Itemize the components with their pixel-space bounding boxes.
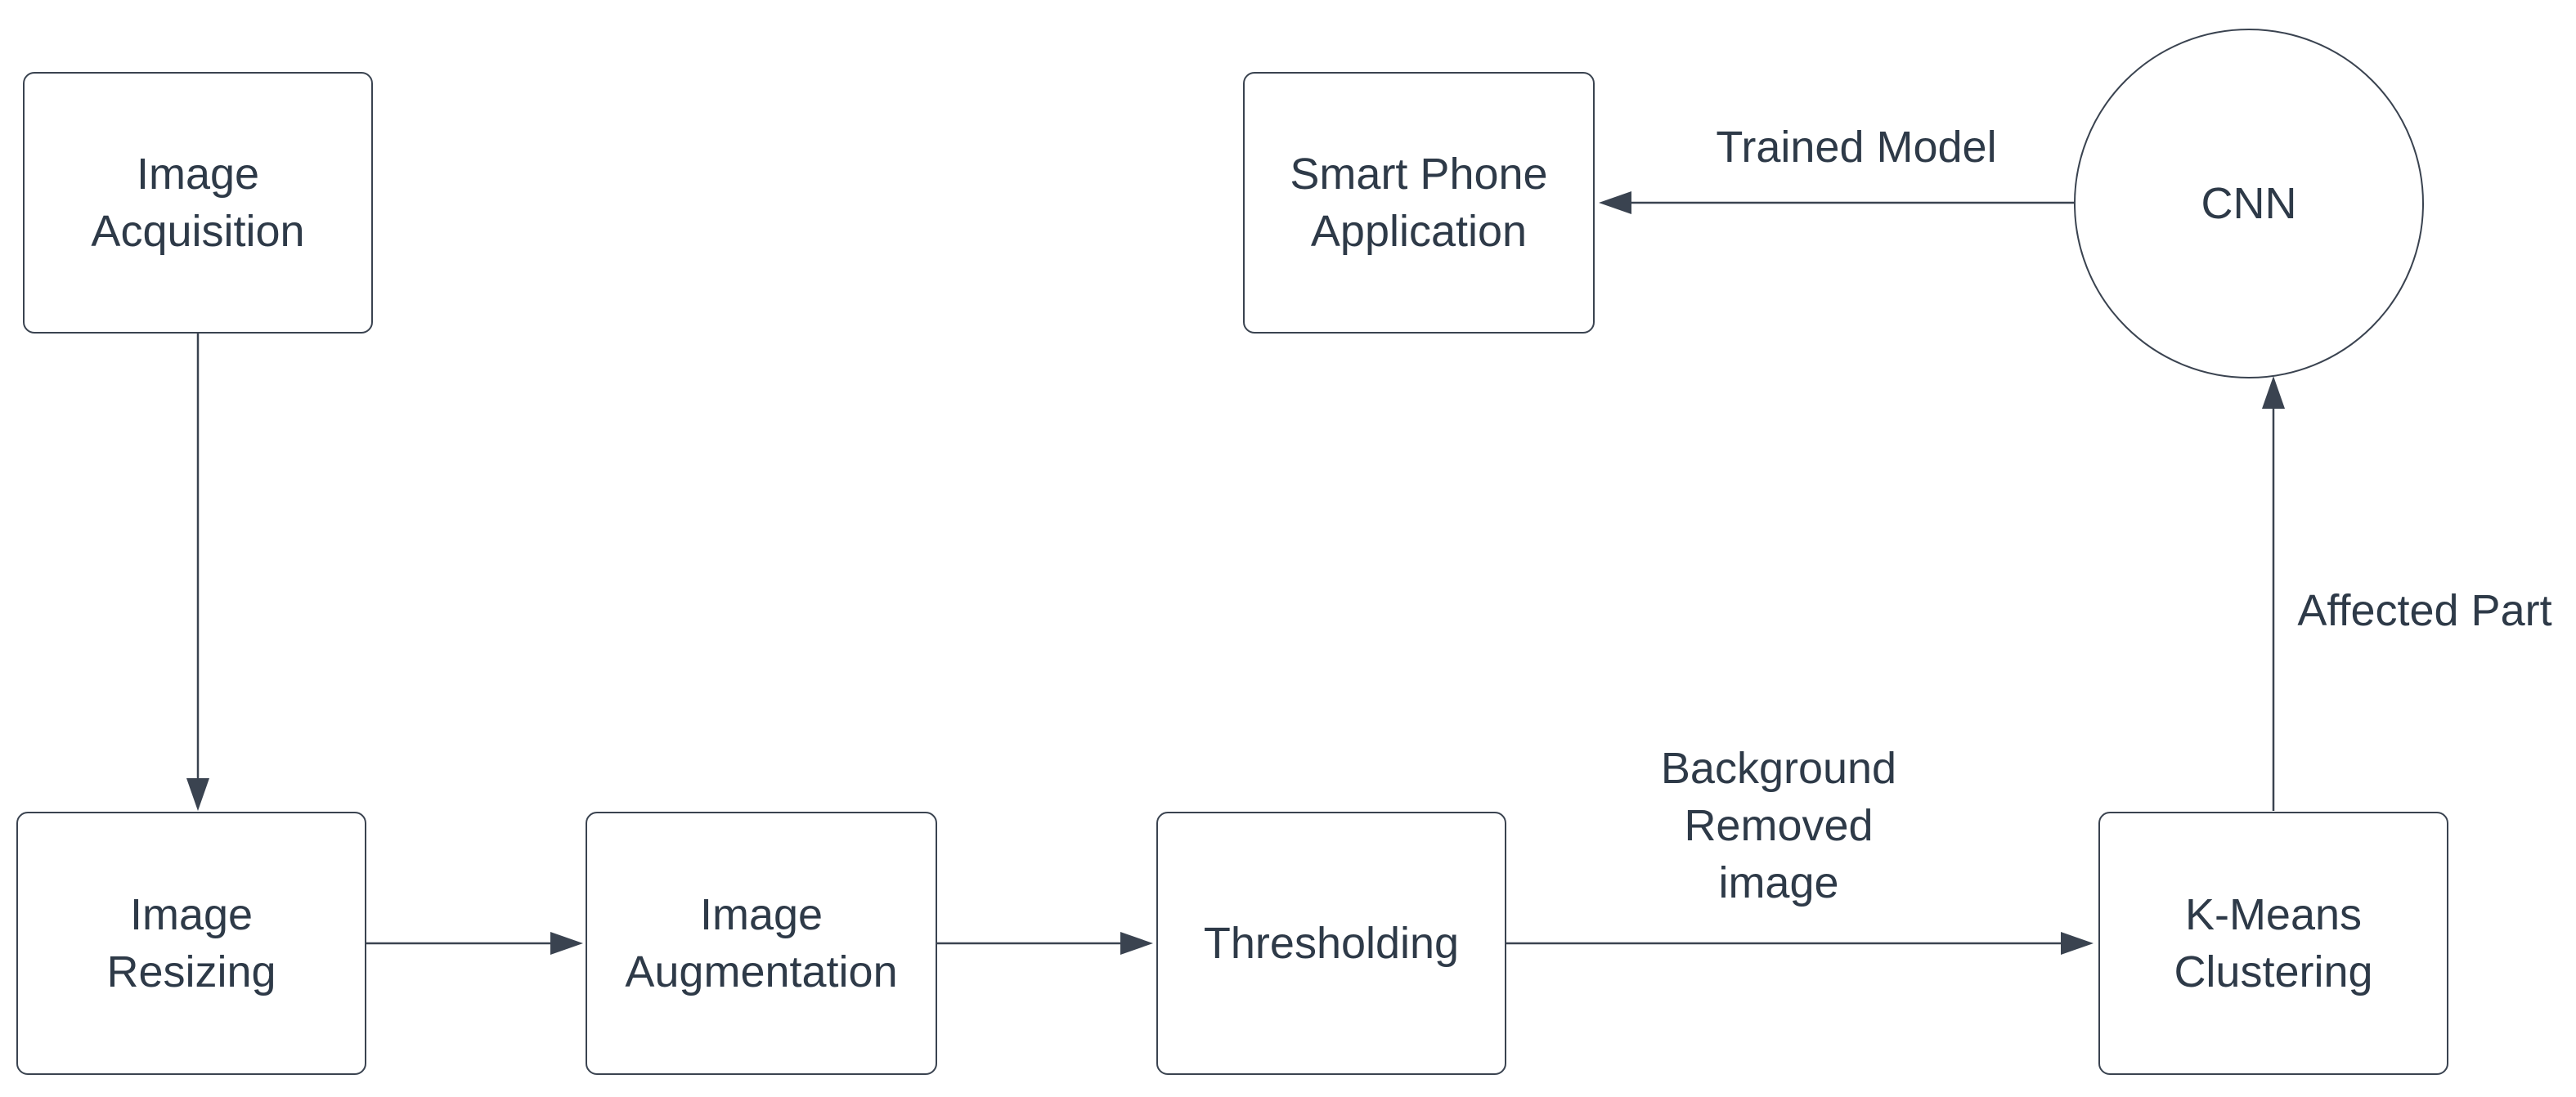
node-image-augmentation-line-2: Augmentation <box>625 947 898 996</box>
arrowhead-kmeans <box>2061 932 2094 955</box>
node-image-acquisition-line-2: Acquisition <box>91 207 305 256</box>
node-image-resizing[interactable]: Image Resizing <box>16 812 366 1075</box>
node-kmeans-clustering[interactable]: K-Means Clustering <box>2098 812 2448 1075</box>
node-image-resizing-line-2: Resizing <box>106 947 276 996</box>
edge-label-background-removed: Background Removed image <box>1615 740 1942 911</box>
node-image-acquisition-line-1: Image <box>136 150 260 199</box>
node-thresholding[interactable]: Thresholding <box>1156 812 1506 1075</box>
node-image-augmentation-line-1: Image <box>699 890 824 939</box>
edge-label-trained-model: Trained Model <box>1716 123 1997 172</box>
node-cnn[interactable]: CNN <box>2074 29 2424 378</box>
node-image-acquisition[interactable]: Image Acquisition <box>23 72 373 334</box>
node-smart-phone-application-line-1: Smart Phone <box>1290 150 1548 199</box>
arrowhead-cnn <box>2262 376 2285 409</box>
node-smart-phone-application[interactable]: Smart Phone Application <box>1243 72 1595 334</box>
arrowhead-augmentation <box>550 932 583 955</box>
node-kmeans-clustering-line-1: K-Means <box>2184 890 2363 939</box>
edge-label-background-removed-line-1: Background <box>1660 744 1897 793</box>
arrowhead-thresholding <box>1120 932 1153 955</box>
node-kmeans-clustering-line-2: Clustering <box>2174 947 2373 996</box>
node-cnn-label: CNN <box>2201 179 2297 228</box>
node-thresholding-label: Thresholding <box>1203 919 1460 968</box>
node-image-augmentation[interactable]: Image Augmentation <box>586 812 937 1075</box>
edge-label-affected-part: Affected Part <box>2297 586 2552 635</box>
edge-label-background-removed-line-3: image <box>1718 858 1839 907</box>
node-image-resizing-line-1: Image <box>129 890 254 939</box>
arrowhead-resizing <box>186 778 209 811</box>
edge-label-background-removed-line-2: Removed <box>1684 801 1874 850</box>
node-smart-phone-application-line-2: Application <box>1310 207 1528 256</box>
arrowhead-phone <box>1599 191 1631 214</box>
